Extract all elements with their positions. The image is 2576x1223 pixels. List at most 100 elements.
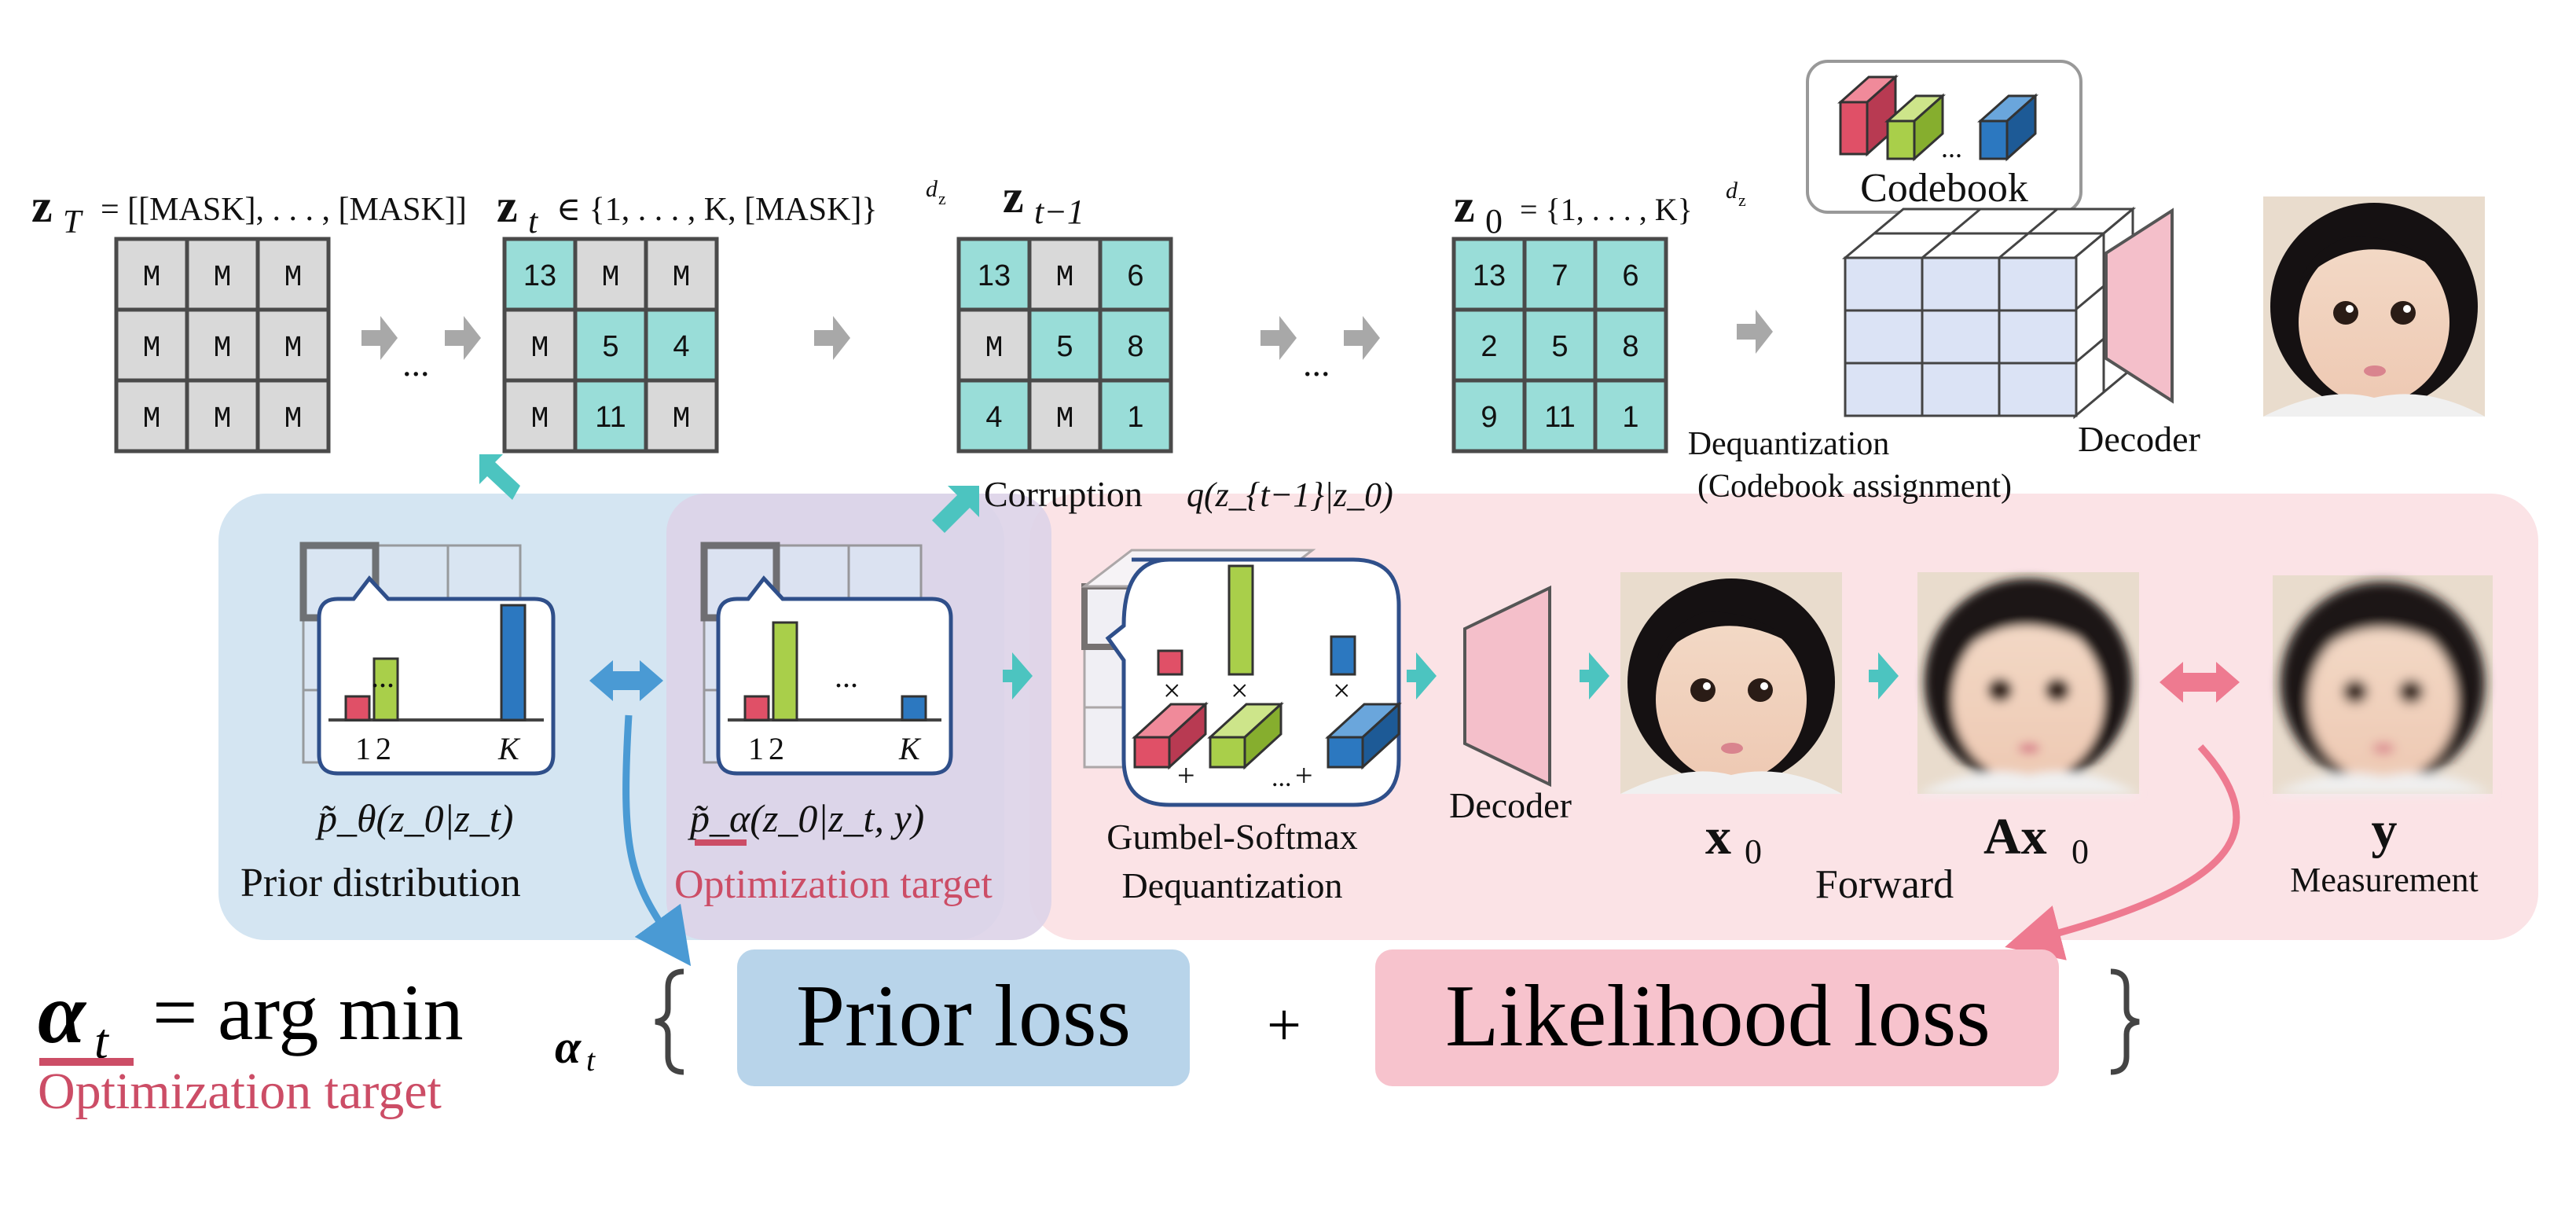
zT-cell-value: M xyxy=(143,402,161,436)
eq-lhs-underline xyxy=(39,1058,134,1066)
dequant-cube xyxy=(1841,206,2137,420)
x0-face-image xyxy=(1620,572,1842,794)
grey-arrow-6 xyxy=(1737,310,1773,354)
prior-tick-K: K xyxy=(497,731,521,766)
target-bar-red xyxy=(743,695,770,722)
teal-arrow-to-x0 xyxy=(1580,652,1609,700)
gumbel-line1: Gumbel-Softmax xyxy=(1106,817,1357,857)
grey-arrow-2 xyxy=(445,316,481,360)
prior-tick-1: 1 xyxy=(355,731,371,766)
cube-cell xyxy=(1998,256,2078,312)
zt1-cell-value: M xyxy=(1056,261,1074,295)
gumbel-bar-red xyxy=(1157,649,1183,676)
eq-plus: + xyxy=(1267,990,1301,1059)
codebook-box: ... Codebook xyxy=(1806,60,2082,214)
z0-var: z xyxy=(1454,180,1475,232)
likelihood-loss-box xyxy=(1375,949,2059,1086)
zt1-cell-value: 1 xyxy=(1127,401,1143,434)
cube-cell xyxy=(1844,309,1924,365)
cube-cell xyxy=(1844,256,1924,312)
target-ellipsis: ... xyxy=(835,659,858,694)
decoder-mid-label: Decoder xyxy=(1449,785,1572,825)
prior-formula: p̃_θ(z_0|z_t) xyxy=(315,796,513,840)
teal-arrow-corruption xyxy=(932,486,979,533)
prior-bar-red xyxy=(344,695,371,722)
output-face-image xyxy=(2263,196,2485,417)
zt-sup-sub: z xyxy=(938,189,946,208)
zt-cell xyxy=(644,307,719,383)
zt-cell-value: M xyxy=(531,332,549,365)
target-formula-underline xyxy=(695,839,747,846)
ax0-symbol: Ax xyxy=(1983,808,2047,865)
zt-cell xyxy=(644,237,719,312)
target-tick-1: 1 xyxy=(748,731,764,766)
z0-cell xyxy=(1593,237,1668,312)
z0-cell-value: 13 xyxy=(1473,259,1506,292)
ax0-face-image xyxy=(1917,572,2139,794)
zt-cell-value: 5 xyxy=(602,330,618,363)
zt1-cell-value: M xyxy=(1056,402,1074,436)
grey-arrow-3 xyxy=(814,316,850,360)
zT-cell-value: M xyxy=(284,261,303,295)
target-card: ... 1 2 K xyxy=(700,542,953,776)
prior-ellipsis: ... xyxy=(371,659,394,694)
zT-cell-value: M xyxy=(214,402,232,436)
y-face-image xyxy=(2273,575,2493,794)
zt-cell xyxy=(644,378,719,454)
z0-cell-value: 6 xyxy=(1622,259,1638,292)
left-brace xyxy=(655,968,684,1075)
eq-target-label: Optimization target xyxy=(38,1063,442,1120)
z0-cell-value: 5 xyxy=(1551,330,1568,363)
gumbel-plus-2: + xyxy=(1295,758,1313,793)
equation: α t = arg min α t Prior loss + Likelihoo… xyxy=(38,949,2140,1120)
gumbel-cuboid-red xyxy=(1132,701,1209,770)
eq-mid: = arg min xyxy=(152,968,464,1057)
x0-sub: 0 xyxy=(1745,832,1762,871)
ellipsis-2: ... xyxy=(1303,343,1330,384)
prior-loss-box xyxy=(737,949,1190,1086)
zT-cell-value: M xyxy=(214,332,232,365)
forward-label: Forward xyxy=(1815,862,1954,907)
codebook-token-green xyxy=(1884,93,1946,162)
zt-cell-value: M xyxy=(673,402,691,436)
measurement-label: Measurement xyxy=(2290,861,2478,899)
target-formula: p̃_α(z_0|z_t, y) xyxy=(688,796,924,840)
zt-cell-value: M xyxy=(602,261,620,295)
gumbel-cuboid-blue xyxy=(1325,701,1402,770)
z0-cell-value: 11 xyxy=(1544,401,1575,434)
z0-cell xyxy=(1593,378,1668,454)
eq-lhs: α xyxy=(38,965,87,1061)
zT-rest: = [[MASK], . . . , [MASK]] xyxy=(101,192,467,228)
zt1-cell xyxy=(1098,237,1173,312)
zt-sup: d xyxy=(926,176,938,202)
zt-label: z t ∈ {1, . . . , K, [MASK]} d z xyxy=(497,176,946,241)
gumbel-bar-green xyxy=(1227,564,1254,676)
zT-cell xyxy=(185,307,260,383)
double-arrow-pink xyxy=(2160,662,2240,703)
z0-sub: 0 xyxy=(1485,202,1503,241)
zT-label: z T = [[MASK], . . . , [MASK]] xyxy=(31,180,467,241)
gumbel-times-1: × xyxy=(1163,673,1181,708)
zT-cell-value: M xyxy=(284,402,303,436)
z0-cell-value: 9 xyxy=(1481,401,1497,434)
z0-cell-value: 7 xyxy=(1551,259,1568,292)
codebook-token-blue xyxy=(1977,93,2038,162)
target-label: Optimization target xyxy=(674,862,993,907)
gumbel-plus-1: + xyxy=(1177,758,1195,793)
target-bar-green xyxy=(772,621,798,722)
zT-cell xyxy=(255,237,331,312)
zt1-cell xyxy=(1027,378,1103,454)
decoder-mid-shape xyxy=(1463,585,1551,788)
cube-cell xyxy=(1921,256,2001,312)
dequant-line1: Dequantization xyxy=(1688,426,1890,462)
decoder-top-shape xyxy=(2104,208,2174,404)
eq-lhs-sub: t xyxy=(94,1013,110,1069)
codebook-ellipsis: ... xyxy=(1941,132,1962,163)
grey-arrow-1 xyxy=(361,316,398,360)
cube-cell xyxy=(1998,309,2078,365)
prior-tick-2: 2 xyxy=(376,731,391,766)
gumbel-bar-blue xyxy=(1330,635,1356,676)
